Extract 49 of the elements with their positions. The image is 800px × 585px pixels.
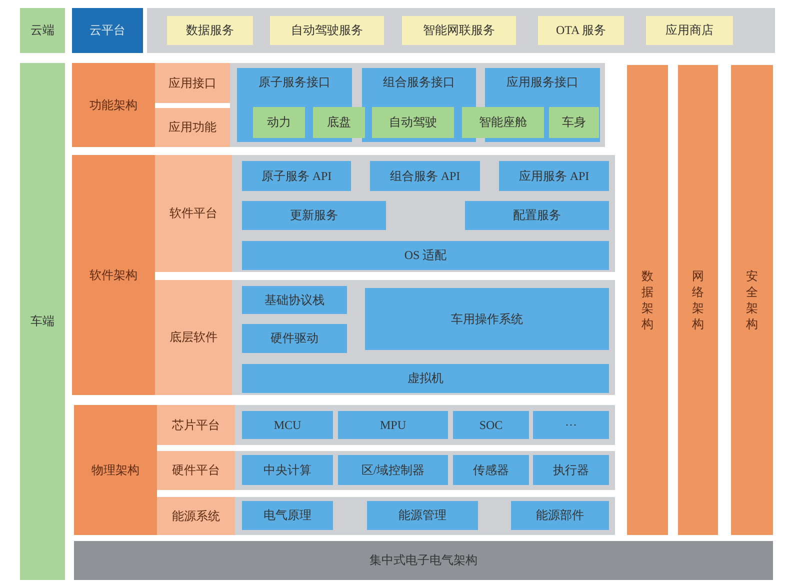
function-block: 智能座舱 [462, 107, 544, 138]
module-block: MCU [242, 411, 333, 439]
vertical-layer-bar: 数据架构 [627, 65, 668, 535]
module-block: 配置服务 [465, 201, 609, 230]
sublayer-label-block: 应用接口 [155, 63, 230, 103]
layer-label-block: 功能架构 [72, 63, 155, 147]
service-block: 智能网联服务 [402, 16, 516, 45]
sublayer-label-block: 软件平台 [155, 155, 232, 272]
layer-label-block: 物理架构 [74, 405, 157, 535]
module-block: 执行器 [533, 455, 609, 485]
module-block: 基础协议栈 [242, 286, 347, 314]
vertical-layer-bar: 网络架构 [678, 65, 718, 535]
function-block: 自动驾驶 [372, 107, 454, 138]
service-block: 数据服务 [167, 16, 253, 45]
function-block: 底盘 [313, 107, 365, 138]
function-block: 动力 [253, 107, 305, 138]
module-block: 应用服务 API [499, 161, 609, 191]
sublayer-label-block: 能源系统 [157, 497, 235, 535]
module-block: 传感器 [453, 455, 529, 485]
module-block: 能源部件 [511, 501, 609, 530]
base-layer-bar: 集中式电子电气架构 [74, 541, 773, 580]
side-label-bar: 云端 [20, 8, 65, 53]
interface-block: 组合服务接口 自动驾驶 [362, 68, 476, 142]
layer-label-block: 软件架构 [72, 155, 155, 395]
module-block: 虚拟机 [242, 364, 609, 393]
vertical-layer-bar: 安全架构 [731, 65, 773, 535]
function-block: 车身 [549, 107, 599, 138]
module-block: 中央计算 [242, 455, 333, 485]
module-block: 车用操作系统 [365, 288, 609, 350]
module-block: SOC [453, 411, 529, 439]
module-block: ··· [533, 411, 609, 439]
service-block: OTA 服务 [538, 16, 624, 45]
module-block: 能源管理 [367, 501, 478, 530]
module-block: 区/域控制器 [338, 455, 448, 485]
sublayer-label-block: 应用功能 [155, 108, 230, 147]
module-block: 组合服务 API [370, 161, 480, 191]
module-block: 原子服务 API [242, 161, 351, 191]
sublayer-label-block: 硬件平台 [157, 451, 235, 490]
service-block: 应用商店 [646, 16, 733, 45]
module-block: MPU [338, 411, 448, 439]
module-block: 更新服务 [242, 201, 386, 230]
side-label-bar: 车端 [20, 63, 65, 580]
module-block: 电气原理 [242, 501, 333, 530]
module-block: 硬件驱动 [242, 324, 347, 353]
module-block: OS 适配 [242, 241, 609, 270]
service-block: 自动驾驶服务 [270, 16, 384, 45]
sublayer-label-block: 底层软件 [155, 280, 232, 395]
platform-block: 云平台 [72, 8, 143, 53]
sublayer-label-block: 芯片平台 [157, 405, 235, 445]
